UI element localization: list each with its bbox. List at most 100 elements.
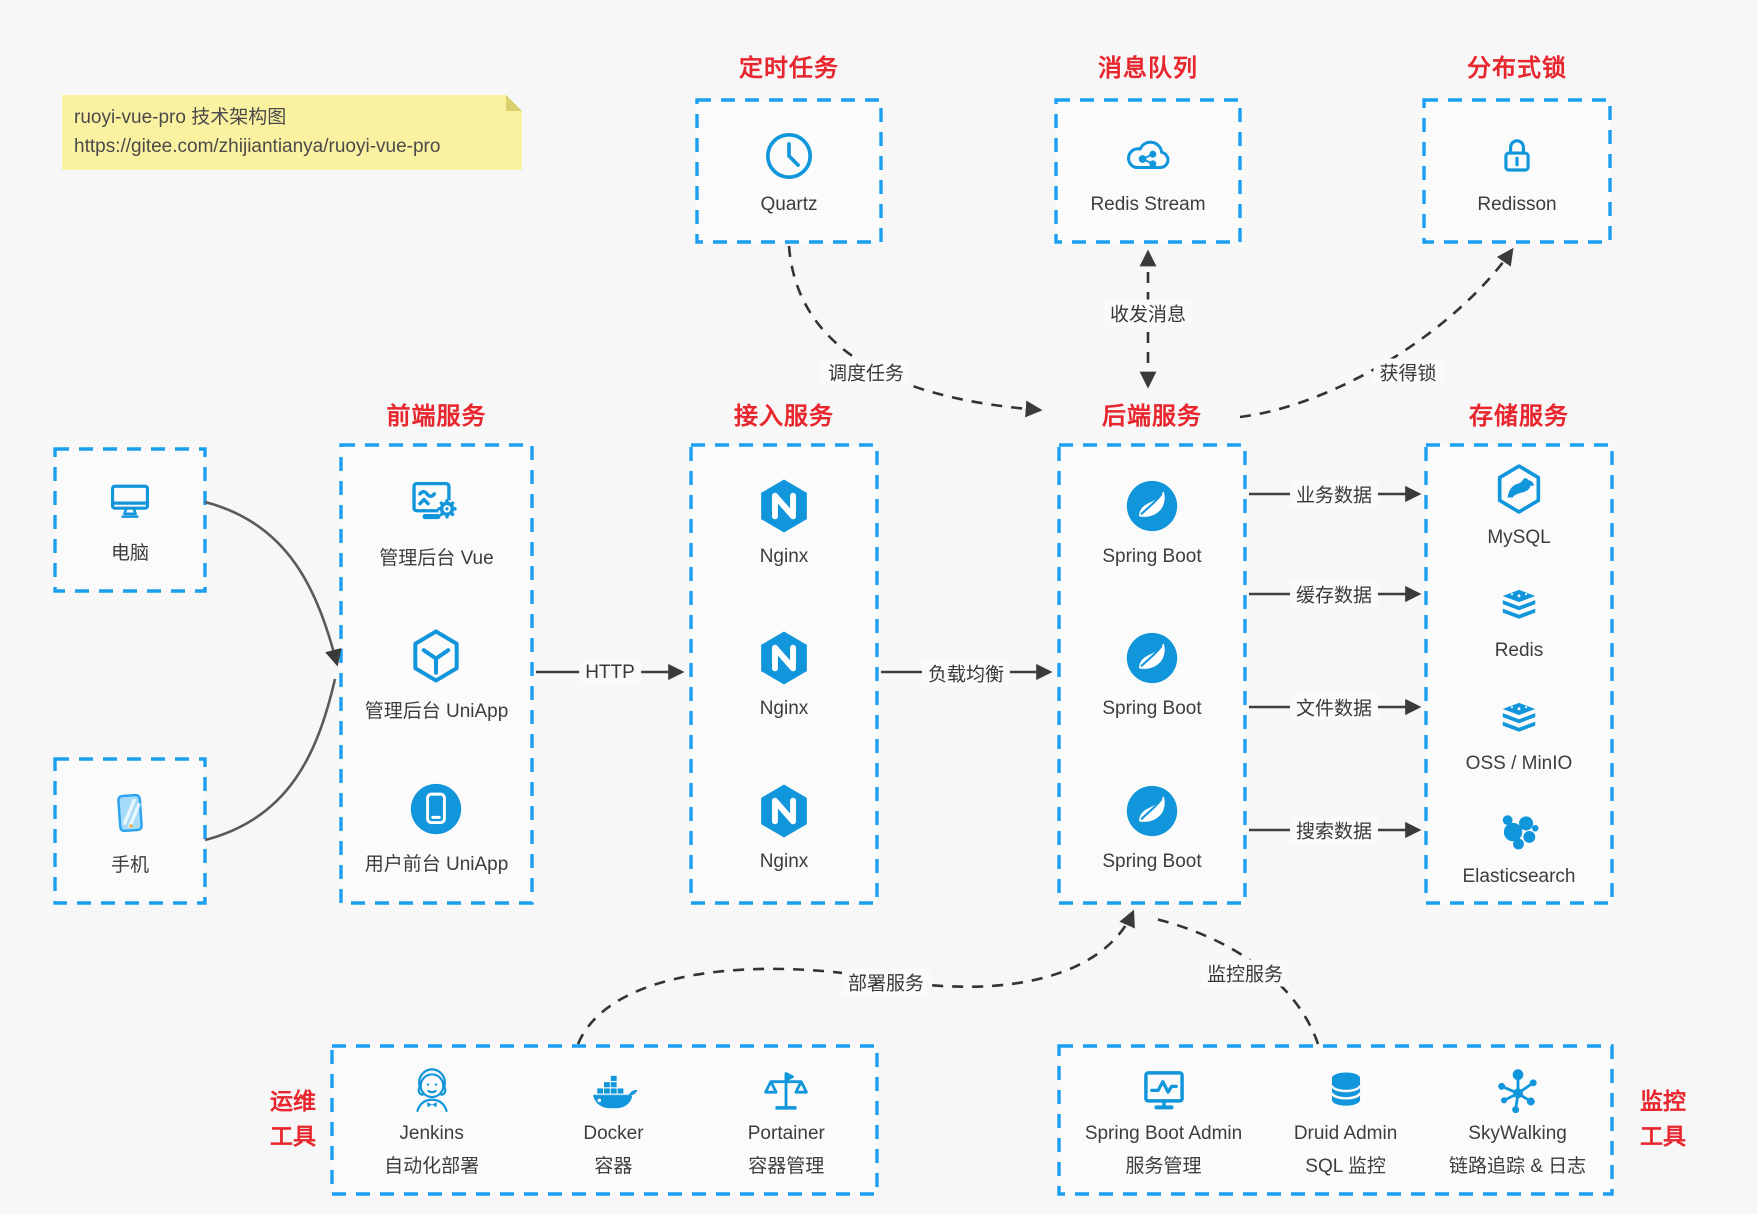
node-label: 管理后台 UniApp — [364, 700, 509, 722]
title-note: ruoyi-vue-pro 技术架构图 https://gitee.com/zh… — [62, 95, 522, 170]
schedule-task-edge — [787, 245, 1043, 418]
node-nginx-1: Nginx — [753, 475, 815, 568]
node-user-uniapp: 用户前台 UniApp — [364, 778, 509, 876]
ops-tools-side-label: 运维 工具 — [258, 1084, 328, 1153]
node-label: Redis Stream — [1090, 193, 1206, 215]
edge-label-http: HTTP — [579, 662, 641, 684]
group-title-backend: 后端服务 — [1102, 403, 1202, 430]
redis-stack-icon — [1491, 692, 1547, 744]
node-subtitle: 容器 — [594, 1155, 633, 1177]
cloud-share-icon — [1118, 127, 1178, 185]
edge-label-send-receive-message: 收发消息 — [1103, 299, 1193, 327]
node-label: Nginx — [759, 698, 809, 720]
node-label: Elasticsearch — [1462, 866, 1576, 887]
node-label: Quartz — [760, 193, 818, 215]
edge-label-acquire-lock: 获得锁 — [1373, 358, 1443, 386]
edge-label-file-data: 文件数据 — [1289, 693, 1379, 721]
skywalking-icon — [1490, 1063, 1546, 1119]
group-title-frontend: 前端服务 — [386, 403, 487, 430]
node-spring-boot-3: Spring Boot — [1102, 780, 1202, 873]
edge-label-business-data: 业务数据 — [1289, 480, 1379, 508]
spring-boot-icon — [1121, 475, 1183, 537]
docker-icon — [583, 1063, 643, 1119]
node-label: Nginx — [759, 851, 809, 873]
redis-stack-icon — [1491, 579, 1547, 631]
monitor-tools-side-label: 监控 工具 — [1628, 1084, 1698, 1153]
pc-client-box — [53, 447, 207, 593]
elasticsearch-icon — [1491, 805, 1547, 857]
node-label: 管理后台 Vue — [379, 548, 494, 570]
mobile-to-frontend-edge — [204, 678, 337, 842]
jenkins-icon — [404, 1063, 460, 1119]
node-druid-admin: Druid Admin SQL 监控 — [1293, 1063, 1398, 1178]
node-admin-uniapp: 管理后台 UniApp — [364, 625, 509, 723]
nginx-icon — [753, 780, 815, 842]
node-label: 电脑 — [110, 543, 149, 564]
node-redisson: Redisson — [1477, 127, 1557, 216]
node-label: MySQL — [1487, 527, 1551, 548]
desktop-icon — [101, 475, 159, 529]
mysql-icon — [1490, 460, 1548, 518]
message-queue-box — [1054, 98, 1242, 244]
node-label: Nginx — [759, 545, 809, 567]
node-label: Docker — [583, 1122, 644, 1144]
node-elasticsearch: Elasticsearch — [1463, 805, 1576, 888]
node-quartz: Quartz — [760, 127, 818, 216]
pc-to-frontend-edge — [204, 500, 342, 667]
node-spring-boot-1: Spring Boot — [1102, 475, 1202, 568]
node-subtitle: SQL 监控 — [1305, 1155, 1386, 1177]
side-label-line: 工具 — [270, 1122, 316, 1149]
node-label: 用户前台 UniApp — [364, 853, 509, 875]
node-nginx-3: Nginx — [753, 780, 815, 873]
group-title-message-queue: 消息队列 — [1098, 55, 1198, 82]
edge-label-cache-data: 缓存数据 — [1289, 580, 1379, 608]
node-docker: Docker 容器 — [583, 1063, 644, 1178]
spring-boot-icon — [1121, 780, 1183, 842]
monitor-service-edge — [1151, 916, 1320, 1045]
node-portainer: Portainer 容器管理 — [748, 1063, 825, 1178]
user-app-icon — [405, 778, 467, 840]
node-label: Spring Boot — [1102, 851, 1202, 873]
node-mobile-client: 手机 — [103, 785, 157, 877]
note-title: ruoyi-vue-pro 技术架构图 — [74, 107, 287, 128]
edge-label-schedule-task: 调度任务 — [821, 358, 911, 386]
node-label: Portainer — [747, 1122, 825, 1144]
node-admin-vue: 管理后台 Vue — [379, 472, 494, 570]
acquire-lock-edge — [1239, 247, 1514, 419]
node-subtitle: 服务管理 — [1125, 1155, 1202, 1177]
portainer-icon — [758, 1063, 814, 1119]
side-label-line: 运维 — [270, 1088, 316, 1114]
clock-icon — [760, 127, 818, 185]
edge-label-load-balance: 负载均衡 — [921, 659, 1011, 687]
node-spring-boot-2: Spring Boot — [1102, 627, 1202, 720]
node-pc-client: 电脑 — [101, 475, 159, 565]
node-jenkins: Jenkins 自动化部署 — [384, 1063, 479, 1178]
group-title-access: 接入服务 — [734, 403, 834, 430]
node-subtitle: 容器管理 — [748, 1155, 825, 1177]
node-label: Redis — [1494, 640, 1544, 661]
node-mysql: MySQL — [1487, 460, 1551, 549]
node-label: SkyWalking — [1468, 1122, 1567, 1144]
note-url: https://gitee.com/zhijiantianya/ruoyi-vu… — [74, 135, 441, 157]
group-title-distributed-lock: 分布式锁 — [1467, 55, 1567, 82]
node-redis-stream: Redis Stream — [1090, 127, 1206, 216]
edge-label-monitor-service: 监控服务 — [1200, 959, 1290, 987]
node-label: Druid Admin — [1293, 1122, 1398, 1144]
spring-boot-icon — [1121, 627, 1183, 689]
mobile-icon — [103, 785, 157, 841]
side-label-line: 工具 — [1640, 1122, 1686, 1149]
quartz-box — [695, 98, 883, 244]
node-oss-minio: OSS / MinIO — [1465, 692, 1573, 775]
nginx-icon — [753, 627, 815, 689]
ops-tools-box — [330, 1044, 879, 1196]
uniapp-cube-icon — [405, 625, 467, 687]
node-nginx-2: Nginx — [753, 627, 815, 720]
node-spring-boot-admin: Spring Boot Admin 服务管理 — [1085, 1063, 1242, 1178]
group-title-scheduled-jobs: 定时任务 — [739, 55, 839, 82]
node-redis: Redis — [1491, 579, 1547, 662]
sba-monitor-icon — [1135, 1063, 1193, 1119]
edge-label-deploy-service: 部署服务 — [841, 968, 931, 996]
node-label: OSS / MinIO — [1465, 753, 1573, 774]
node-label: Spring Boot Admin — [1084, 1122, 1243, 1144]
